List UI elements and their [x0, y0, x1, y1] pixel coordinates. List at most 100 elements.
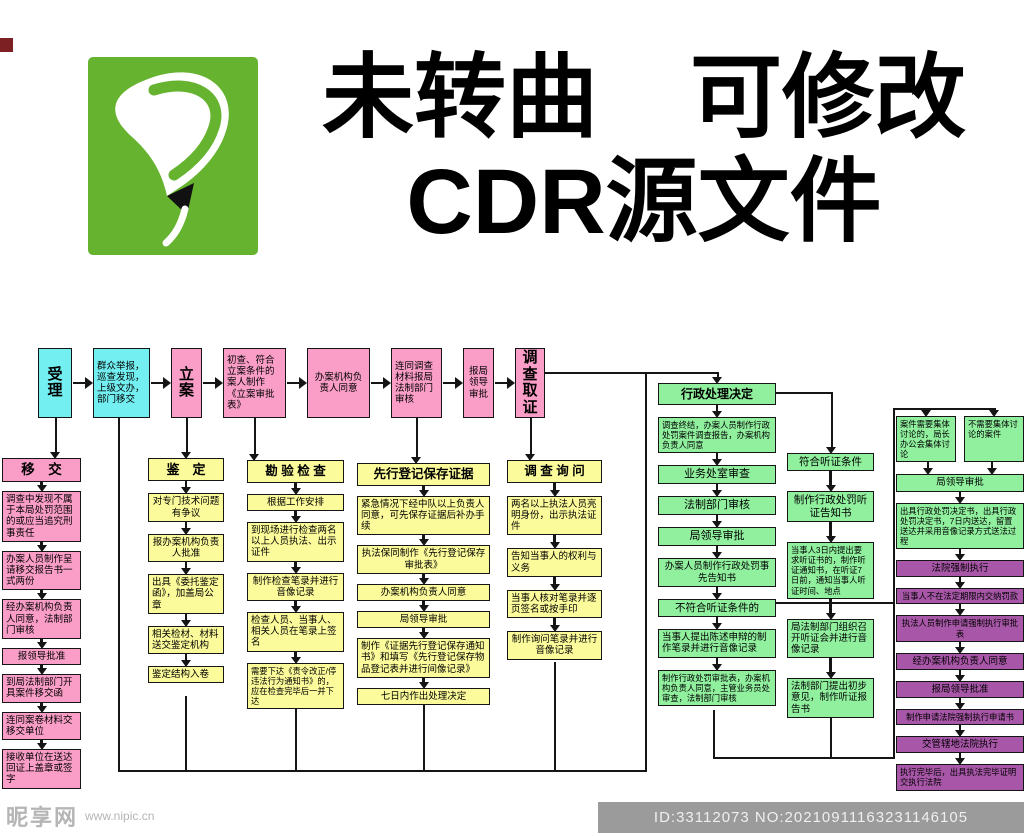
connector-line: [713, 757, 895, 759]
arrow-stem: [985, 462, 998, 476]
flow-arrow-down-icon: [896, 698, 1024, 711]
flow-box: 制作行政处罚审批表，办案机构负责人同意，主管业务员处审查，法制部门审核: [658, 669, 776, 706]
connector-line: [893, 408, 895, 759]
flow-arrow-down-icon: [896, 604, 1024, 617]
flow-box: 调 查 取 证: [515, 348, 545, 418]
flow-column-xianxing: 先行登记保存证据紧急情况下经中队以上负责人同意，可先保存证据后补办手续执法保同制…: [357, 463, 490, 705]
flow-arrow-down-icon: [658, 586, 776, 600]
flow-box: 调查终结，办案人员制作行政处罚案件调查报告，办案机构负责人同意: [658, 417, 776, 454]
flow-box: 紧急情况下经中队以上负责人同意，可先保存证据后补办手续: [357, 495, 490, 536]
flow-column-header: 先行登记保存证据: [357, 463, 490, 486]
flow-box: 法制部门审核: [658, 496, 776, 516]
flow-box: 执法保同制作《先行登记保存审批表》: [357, 545, 490, 574]
flow-arrow-down-icon: [507, 576, 602, 591]
flow-box: 报局领导批准: [896, 680, 1024, 699]
flow-arrow-down-icon: [357, 677, 490, 689]
flow-top-row: 受 理群众举报，巡查发现，上级文办，部门移交立 案初查、符合立案条件的案人制作《…: [38, 348, 545, 418]
connector-line: [118, 418, 120, 770]
connector-arrowhead-icon: [181, 452, 191, 459]
flow-arrow-down-icon: [2, 665, 81, 676]
connector-line: [55, 418, 57, 452]
flow-arrow-down-icon: [2, 638, 81, 649]
flow-box: 业务处室审查: [658, 465, 776, 485]
flow-box: 制作申请法院强制执行申请书: [896, 709, 1024, 726]
flow-box: 报办案机构负责人批准: [148, 533, 224, 563]
flow-box: 根据工作安排: [247, 493, 344, 511]
flow-box: 局法制部门组织召开听证会并进行音像记录: [787, 618, 874, 659]
title-line2: CDR源文件: [406, 151, 882, 253]
flow-arrow-down-icon: [148, 521, 224, 535]
connector-line: [554, 662, 556, 770]
flow-arrow-down-icon: [148, 562, 224, 576]
flow-arrow-down-icon: [148, 654, 224, 668]
flow-box: 报领导批准: [2, 647, 81, 666]
image-id-bar: ID:33112073 NO:20210911163231146105: [598, 802, 1024, 833]
flow-box: 立 案: [171, 348, 202, 418]
flow-box: 调查中发现不属于本局处罚范围的或应当追究刑事责任: [2, 490, 81, 542]
connector-line: [530, 418, 532, 454]
coreldraw-balloon-icon: [88, 57, 258, 255]
flow-arrow-down-icon: [2, 481, 81, 492]
flow-arrow-down-icon: [896, 753, 1024, 766]
flow-box: 执行完毕后，出具执法完毕证明交执行法院: [896, 764, 1024, 791]
flow-arrow-down-icon: [658, 453, 776, 467]
flow-box: 经办案机构负责人同意: [896, 652, 1024, 670]
flow-arrow-right-icon: [442, 376, 463, 390]
flow-arrow-down-icon: [896, 641, 1024, 654]
connector-arrowhead-icon: [989, 410, 999, 417]
page-title: 未转曲 可修改 CDR源文件: [266, 46, 1022, 254]
flow-arrow-down-icon: [658, 546, 776, 560]
flow-column-header: 行政处理决定: [658, 383, 776, 406]
connector-arrowhead-icon: [712, 377, 722, 384]
connector-arrowhead-icon: [249, 454, 259, 461]
flow-arrow-down-icon: [247, 561, 344, 574]
arrow-stem: [921, 462, 934, 476]
flow-arrow-down-icon: [247, 482, 344, 495]
connector-line: [893, 408, 995, 410]
connector-line: [416, 418, 418, 457]
flow-box: 群众举报，巡查发现，上级文办，部门移交: [93, 348, 150, 418]
flow-arrow-down-icon: [658, 515, 776, 529]
flow-box: 接收单位在送达回证上盖章或签字: [2, 748, 81, 789]
flow-arrow-down-icon: [2, 702, 81, 713]
corner-marker: [0, 38, 13, 52]
connector-line: [186, 418, 188, 452]
flow-box: 当事人3日内提出要求听证书的，制作听证通知书，在听证7日前，通知当事人听证时间、…: [787, 542, 874, 599]
flow-arrow-down-icon: [357, 600, 490, 612]
flow-box: 到局法制部门开具案件移交函: [2, 674, 81, 703]
flow-arrow-right-icon: [72, 376, 93, 390]
connector-arrowhead-icon: [826, 447, 836, 454]
flow-arrow-down-icon: [658, 484, 776, 498]
flow-arrow-down-icon: [148, 481, 224, 495]
connector-arrowhead-icon: [411, 457, 421, 464]
flow-box: 制作行政处罚听证告知书: [787, 491, 874, 523]
flow-box: 检查人员、当事人、相关人员在笔录上签名: [247, 611, 344, 652]
flow-arrow-down-icon: [247, 510, 344, 523]
flow-arrow-down-icon: [896, 669, 1024, 682]
flow-arrow-down-icon: [507, 535, 602, 550]
flow-arrow-down-icon: [2, 541, 81, 552]
flow-box: 局领导审批: [658, 527, 776, 547]
connector-line: [776, 392, 831, 394]
flow-arrow-down-icon: [2, 739, 81, 750]
flow-arrow-down-icon: [357, 573, 490, 585]
flow-box: 符合听证条件: [787, 453, 874, 472]
connector-line: [713, 710, 715, 757]
flow-arrow-down-icon: [357, 628, 490, 640]
flow-box: 当事人提出陈述申辩的制作笔录并进行音像记录: [658, 629, 776, 658]
flow-arrow-right-icon: [150, 376, 171, 390]
flow-arrow-down-icon: [507, 618, 602, 633]
connector-line: [423, 697, 425, 770]
flow-box: 制作《证据先行登记保存通知书》和填写《先行登记保存物品登记表并进行间像记录》: [357, 638, 490, 678]
flow-arrow-right-icon: [286, 376, 307, 390]
flow-box: 七日内作出处理决定: [357, 687, 490, 705]
flow-arrow-down-icon: [896, 549, 1024, 562]
flow-arrow-down-icon: [658, 617, 776, 631]
flow-arrow-right-icon: [370, 376, 391, 390]
flow-arrow-down-icon: [787, 598, 874, 620]
flow-column-header: 调 查 询 问: [507, 460, 602, 483]
flow-arrow-down-icon: [787, 471, 874, 493]
